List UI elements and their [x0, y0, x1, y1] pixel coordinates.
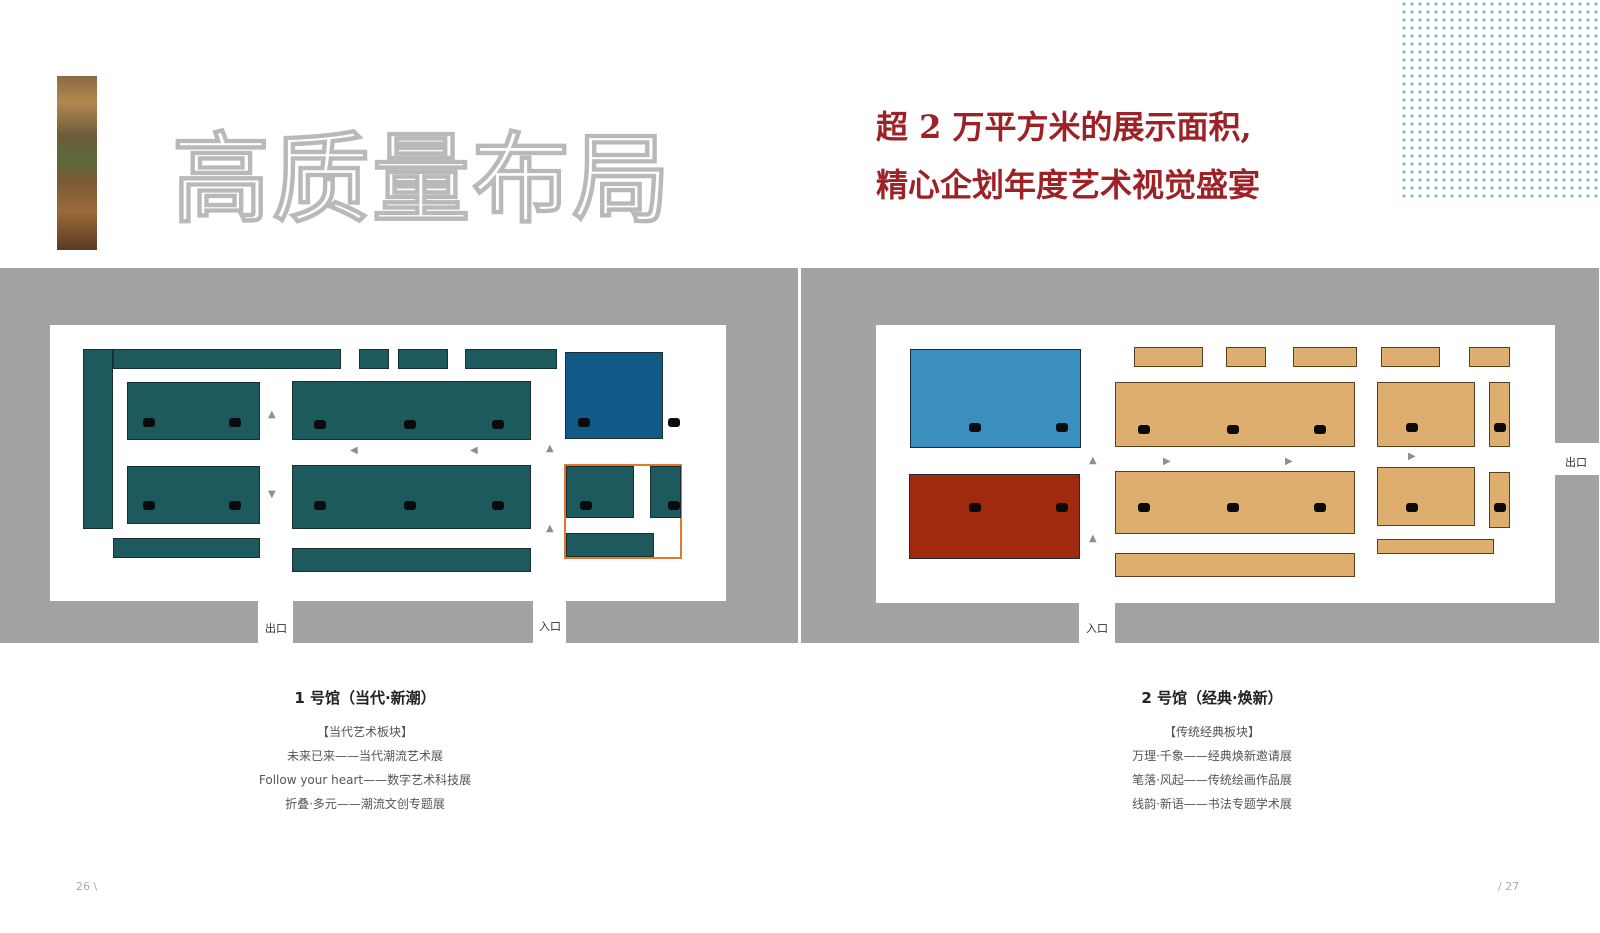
booth	[650, 466, 681, 518]
hall-2-floor-plan: 出口 入口 ▲ ▲ ▶ ▶ ▶	[801, 268, 1599, 643]
booth	[398, 349, 448, 369]
page-number-left: 26 \	[76, 880, 98, 893]
booth	[83, 349, 113, 529]
hazard-marker-icon	[1227, 503, 1239, 512]
list-item: 【传统经典板块】	[1163, 725, 1260, 739]
hazard-marker-icon	[1056, 423, 1068, 432]
hall-1-entrance-label: 入口	[539, 620, 561, 633]
booth	[292, 381, 531, 440]
list-item: 线韵·新语——书法专题学术展	[1132, 797, 1292, 811]
booth	[127, 466, 260, 524]
hazard-marker-icon	[578, 418, 590, 427]
booth	[1115, 382, 1355, 447]
hazard-marker-icon	[229, 501, 241, 510]
hazard-marker-icon	[1406, 423, 1418, 432]
hazard-marker-icon	[1056, 503, 1068, 512]
hall-2-exit-label: 出口	[1565, 456, 1587, 469]
page-number-right: / 27	[1498, 880, 1520, 893]
list-item: 【当代艺术板块】	[316, 725, 413, 739]
hall-2-entrance-label: 入口	[1086, 622, 1108, 635]
hazard-marker-icon	[492, 420, 504, 429]
booth	[113, 349, 341, 369]
hall-1-entrance-gap	[533, 601, 566, 643]
hall-2-exit-gap	[1555, 443, 1599, 475]
hall-1-exhibition-list: 【当代艺术板块】 未来已来——当代潮流艺术展 Follow your heart…	[165, 720, 565, 816]
hazard-marker-icon	[1314, 425, 1326, 434]
headline: 超 2 万平方米的展示面积, 精心企划年度艺术视觉盛宴	[876, 98, 1260, 214]
hall-2-title: 2 号馆（经典·焕新）	[1141, 689, 1283, 707]
list-item: 万理·千象——经典焕新邀请展	[1132, 749, 1292, 763]
list-item: 折叠·多元——潮流文创专题展	[285, 797, 445, 811]
hall-1-title: 1 号馆（当代·新潮）	[294, 689, 436, 707]
booth	[1226, 347, 1266, 367]
up-arrow-icon: ▲	[1089, 533, 1097, 544]
hazard-marker-icon	[1406, 503, 1418, 512]
hall-1-exit-gap	[258, 601, 293, 643]
hazard-marker-icon	[1494, 423, 1506, 432]
hazard-marker-icon	[1314, 503, 1326, 512]
booth	[1115, 471, 1355, 534]
booth	[127, 382, 260, 440]
hazard-marker-icon	[229, 418, 241, 427]
booth	[1381, 347, 1440, 367]
down-arrow-icon: ▼	[268, 489, 276, 500]
booth	[1377, 539, 1494, 554]
hazard-marker-icon	[969, 503, 981, 512]
hazard-marker-icon	[668, 418, 680, 427]
booth	[1489, 382, 1510, 447]
booth	[292, 465, 531, 529]
dot-pattern-decoration	[1400, 0, 1600, 200]
booth	[1377, 467, 1475, 526]
hazard-marker-icon	[969, 423, 981, 432]
up-arrow-icon: ▲	[546, 443, 554, 454]
right-arrow-icon: ▶	[1408, 451, 1416, 462]
headline-line-1: 超 2 万平方米的展示面积,	[876, 108, 1252, 146]
hall-2-exhibition-list: 【传统经典板块】 万理·千象——经典焕新邀请展 笔落·风起——传统绘画作品展 线…	[1012, 720, 1412, 816]
headline-line-2: 精心企划年度艺术视觉盛宴	[876, 166, 1261, 204]
booth	[566, 466, 634, 518]
left-arrow-icon: ◀	[350, 445, 358, 456]
booth	[359, 349, 389, 369]
booth	[1115, 553, 1355, 577]
feature-booth-blue	[910, 349, 1081, 448]
hazard-marker-icon	[314, 501, 326, 510]
booth	[1489, 472, 1510, 528]
list-item: 未来已来——当代潮流艺术展	[286, 749, 443, 763]
booth	[1293, 347, 1357, 367]
hall-1-floor-plan: 出口 入口 ▲ ▼ ◀ ◀ ▲ ▲	[0, 268, 798, 643]
booth	[1134, 347, 1203, 367]
booth	[1469, 347, 1510, 367]
up-arrow-icon: ▲	[1089, 455, 1097, 466]
booth	[292, 548, 531, 572]
feature-booth-red	[909, 474, 1080, 559]
hazard-marker-icon	[143, 418, 155, 427]
hazard-marker-icon	[668, 501, 680, 510]
hall-2-entrance-gap	[1079, 603, 1115, 643]
painting-image-strip	[57, 76, 97, 250]
hazard-marker-icon	[143, 501, 155, 510]
hazard-marker-icon	[1227, 425, 1239, 434]
hazard-marker-icon	[404, 501, 416, 510]
hazard-marker-icon	[1138, 503, 1150, 512]
page-title: 高质量布局	[171, 122, 673, 237]
hazard-marker-icon	[492, 501, 504, 510]
left-arrow-icon: ◀	[470, 445, 478, 456]
up-arrow-icon: ▲	[546, 523, 554, 534]
hazard-marker-icon	[580, 501, 592, 510]
booth	[465, 349, 557, 369]
up-arrow-icon: ▲	[268, 409, 276, 420]
hall-1-exit-label: 出口	[265, 622, 287, 635]
hazard-marker-icon	[1494, 503, 1506, 512]
hazard-marker-icon	[1138, 425, 1150, 434]
booth	[113, 538, 260, 558]
booth	[566, 533, 654, 557]
hazard-marker-icon	[404, 420, 416, 429]
booth	[1377, 382, 1475, 447]
right-arrow-icon: ▶	[1285, 456, 1293, 467]
right-arrow-icon: ▶	[1163, 456, 1171, 467]
list-item: 笔落·风起——传统绘画作品展	[1132, 773, 1292, 787]
list-item: Follow your heart——数字艺术科技展	[258, 773, 472, 787]
hazard-marker-icon	[314, 420, 326, 429]
